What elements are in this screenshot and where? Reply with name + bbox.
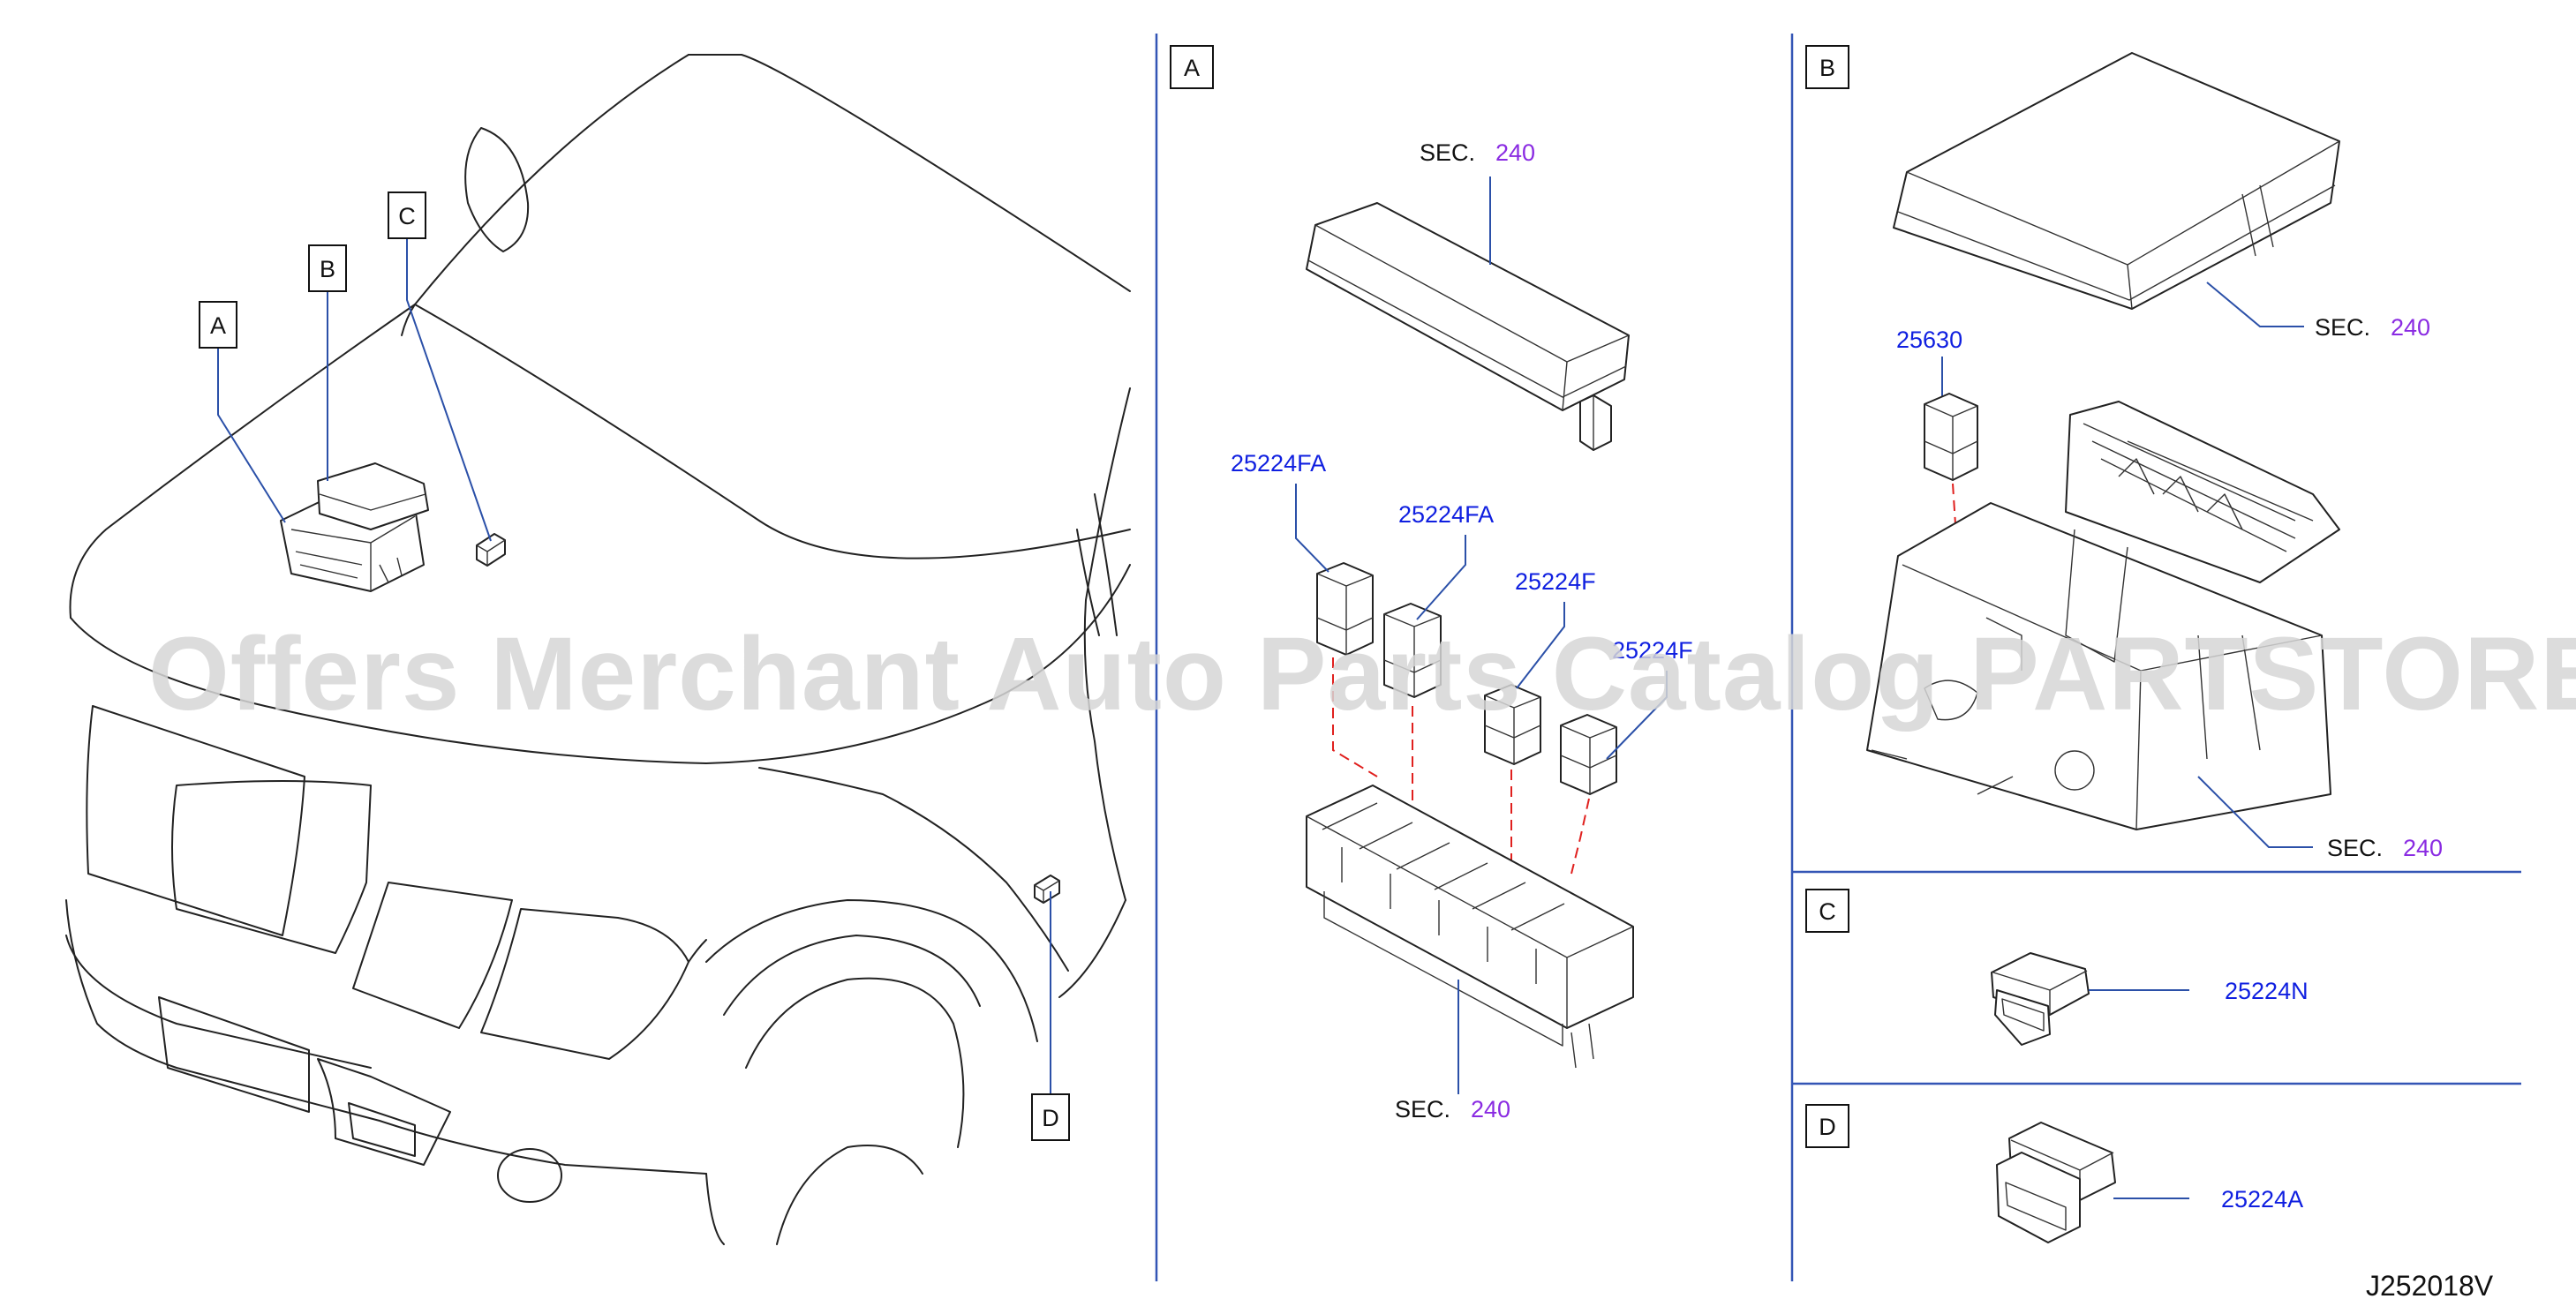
callout-a-label: A <box>210 312 226 339</box>
panel-a-sec-top[interactable]: SEC. 240 <box>1420 139 1535 265</box>
panel-d-label: D <box>1819 1114 1836 1140</box>
connector-25224n-icon <box>1991 952 2090 1046</box>
panel-a-tag: A <box>1170 45 1214 89</box>
panel-b-sec-top-number[interactable]: 240 <box>2391 314 2430 341</box>
panel-b-fuse-box-cover <box>1893 52 2340 310</box>
panel-a-sec-bottom[interactable]: SEC. 240 <box>1395 980 1510 1123</box>
panel-a-sec-bottom-number[interactable]: 240 <box>1471 1096 1510 1123</box>
panel-a-sec-top-number[interactable]: 240 <box>1495 139 1535 166</box>
panel-a-sec-bottom-prefix: SEC. <box>1395 1096 1450 1123</box>
panel-b-sec-bottom[interactable]: SEC. 240 <box>2197 776 2443 861</box>
part-25224n-label[interactable]: 25224N <box>2225 978 2309 1004</box>
panel-b-sec-bottom-number[interactable]: 240 <box>2403 835 2443 861</box>
panel-b-label: B <box>1819 55 1835 81</box>
part-25224a-label[interactable]: 25224A <box>2221 1186 2303 1213</box>
watermark-text: Offers Merchant Auto Parts Catalog PARTS… <box>148 616 2576 732</box>
panel-b-fuse-box-base <box>1866 401 2340 830</box>
part-25224fa-label-2[interactable]: 25224FA <box>1398 501 1494 528</box>
relay-25224fa-1-icon <box>1316 562 1374 656</box>
relay-25630-icon <box>1924 393 1978 481</box>
callout-b[interactable]: B <box>308 244 347 292</box>
callout-c-label: C <box>398 203 416 229</box>
callout-d[interactable]: D <box>1031 1093 1070 1141</box>
callout-a[interactable]: A <box>199 301 237 349</box>
connector-25224a-icon <box>1996 1122 2116 1243</box>
part-25630-label[interactable]: 25630 <box>1896 327 1962 353</box>
panel-a-label: A <box>1184 55 1200 81</box>
panel-c-tag: C <box>1805 889 1849 933</box>
panel-b-sec-top-prefix: SEC. <box>2315 314 2370 341</box>
panel-d-tag: D <box>1805 1104 1849 1148</box>
part-25224fa-label-1[interactable]: 25224FA <box>1231 450 1326 477</box>
panel-a-relay-block <box>1306 785 1634 1069</box>
overview-leader-lines <box>217 238 1051 1094</box>
panel-dividers <box>1155 34 2521 1281</box>
overview-connector-c-icon <box>476 533 506 567</box>
panel-b-tag: B <box>1805 45 1849 89</box>
callout-b-label: B <box>320 256 335 282</box>
panel-a-fuse-box-cover <box>1306 202 1630 451</box>
panel-a-sec-top-prefix: SEC. <box>1420 139 1475 166</box>
overview-connector-d-icon <box>1034 875 1060 904</box>
overview-fuse-box-icon <box>280 462 429 592</box>
callout-c[interactable]: C <box>388 191 426 239</box>
vehicle-overview-drawing <box>65 54 1131 1245</box>
panel-b-sec-top[interactable]: SEC. 240 <box>2206 282 2430 341</box>
panel-a-relay-leaders <box>1295 484 1668 760</box>
panel-c-label: C <box>1819 898 1836 925</box>
diagram-code: J252018V <box>2366 1270 2494 1302</box>
relay-25224f-1-icon <box>1484 684 1541 765</box>
panel-b-sec-bottom-prefix: SEC. <box>2327 835 2383 861</box>
relay-25224f-2-icon <box>1560 714 1617 795</box>
relay-25224fa-2-icon <box>1383 603 1442 698</box>
part-25224f-label-2[interactable]: 25224F <box>1612 637 1693 664</box>
callout-d-label: D <box>1042 1105 1059 1131</box>
part-25224f-label-1[interactable]: 25224F <box>1515 568 1596 595</box>
